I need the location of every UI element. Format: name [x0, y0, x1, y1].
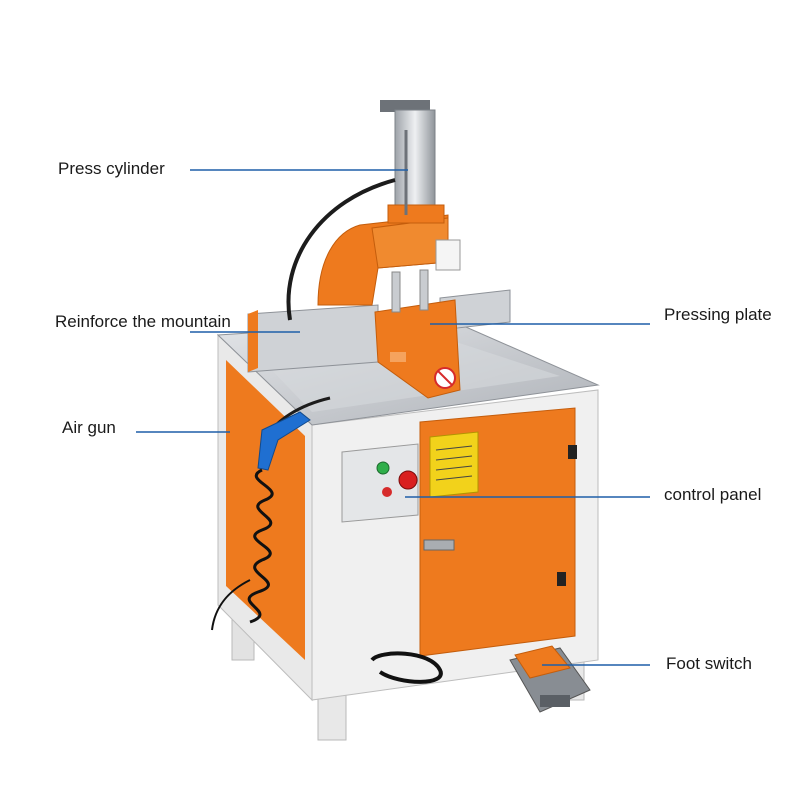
press-cylinder-body: [380, 100, 445, 224]
label-control-panel: control panel: [664, 485, 762, 504]
control-panel-box: [341, 443, 419, 523]
label-foot-switch: Foot switch: [666, 654, 752, 673]
air-gun-assembly: [211, 396, 331, 631]
label-reinforce-mountain: Reinforce the mountain: [55, 312, 231, 331]
air-gun-icon: [257, 411, 311, 471]
label-pressing-plate: Pressing plate: [664, 305, 772, 324]
label-air-gun: Air gun: [62, 418, 116, 437]
label-press-cylinder: Press cylinder: [58, 159, 165, 178]
floor-cable: [370, 651, 443, 684]
cylinder-hose: [286, 178, 396, 321]
foot-pedal-icon: [509, 645, 591, 713]
leader-lines: [136, 169, 650, 666]
